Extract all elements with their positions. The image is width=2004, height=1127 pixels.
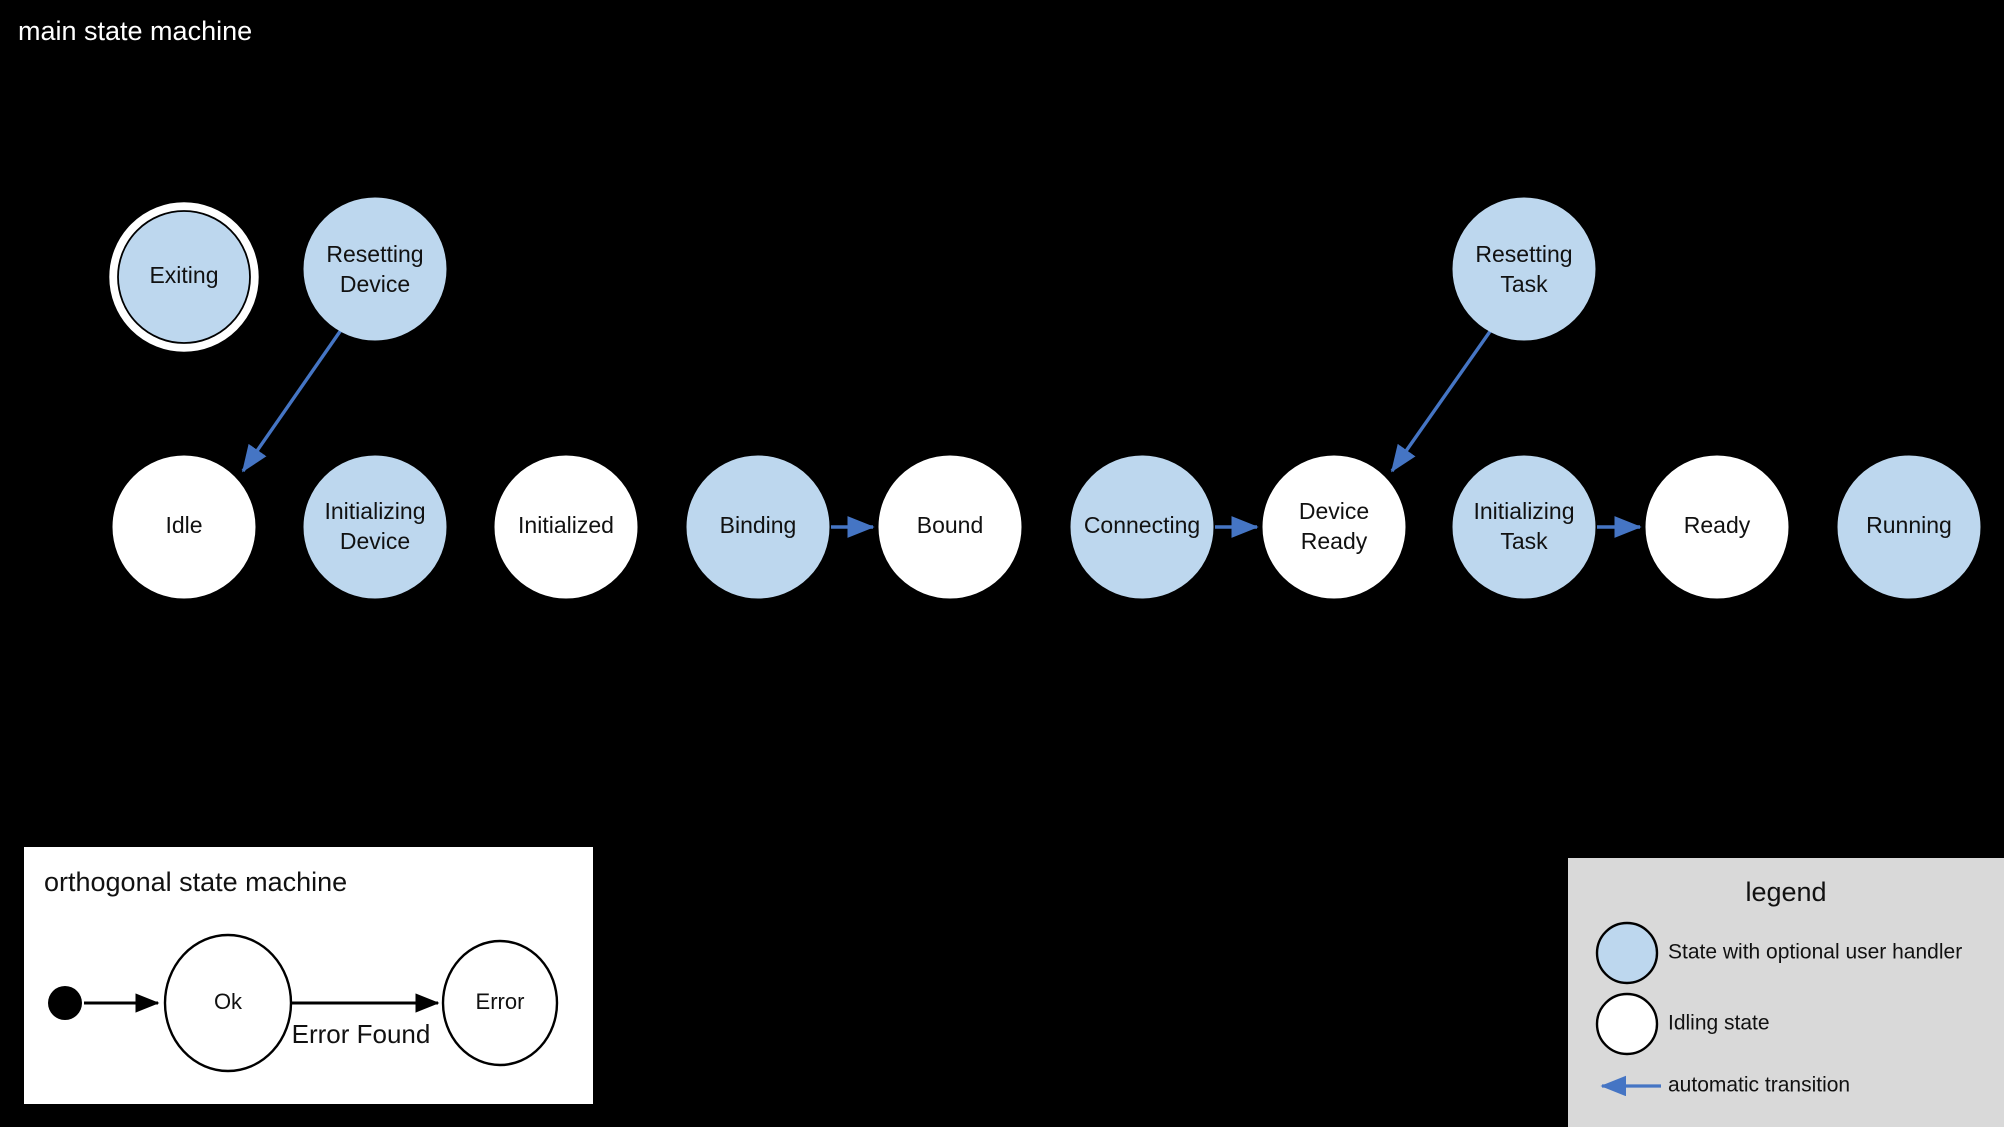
state-node-initialized[interactable]: Initialized — [494, 455, 638, 599]
state-node-connecting[interactable]: Connecting — [1070, 455, 1214, 599]
device-ready-label-line1: Device — [1299, 498, 1369, 524]
edge-ok-to-error-label: Error Found — [292, 1019, 431, 1049]
main-nodes: Exiting Resetting Device Idle Initializi… — [107, 197, 1981, 599]
legend-item-idling-state-label: Idling state — [1668, 1012, 1770, 1035]
exiting-label: Exiting — [149, 262, 218, 288]
error-label: Error — [476, 989, 525, 1014]
device-ready-circle — [1262, 455, 1406, 599]
state-node-bound[interactable]: Bound — [878, 455, 1022, 599]
legend-white-circle-icon — [1595, 992, 1659, 1056]
connecting-circle — [1070, 455, 1214, 599]
binding-circle — [686, 455, 830, 599]
resetting-task-label-line2: Task — [1500, 271, 1548, 297]
state-node-resetting-device[interactable]: Resetting Device — [303, 197, 447, 341]
initializing-task-circle — [1452, 455, 1596, 599]
initialized-circle — [494, 455, 638, 599]
sub-state-node-error[interactable]: Error — [441, 939, 559, 1067]
error-ellipse — [441, 939, 559, 1067]
idle-label: Idle — [165, 512, 202, 538]
state-node-running[interactable]: Running — [1837, 455, 1981, 599]
legend-blue-circle-icon — [1595, 921, 1659, 985]
state-node-ready[interactable]: Ready — [1645, 455, 1789, 599]
running-label: Running — [1866, 512, 1952, 538]
initializing-device-label-line2: Device — [340, 528, 410, 554]
initialized-label: Initialized — [518, 512, 614, 538]
exiting-outer-ring — [108, 201, 260, 353]
state-node-idle[interactable]: Idle — [112, 455, 256, 599]
binding-label: Binding — [720, 512, 797, 538]
state-node-resetting-task[interactable]: Resetting Task — [1452, 197, 1596, 341]
running-circle — [1837, 455, 1981, 599]
legend-panel: legend State with optional user handler … — [1568, 858, 2004, 1127]
resetting-device-label-line1: Resetting — [326, 241, 423, 267]
legend-item-automatic-transition: automatic transition — [1600, 1074, 1850, 1097]
state-node-device-ready[interactable]: Device Ready — [1262, 455, 1406, 599]
device-ready-label-line2: Ready — [1301, 528, 1368, 554]
resetting-device-label-line2: Device — [340, 271, 410, 297]
legend-title: legend — [1745, 877, 1826, 907]
resetting-task-label-line1: Resetting — [1475, 241, 1572, 267]
initializing-task-label-line2: Task — [1500, 528, 1548, 554]
initial-state-dot[interactable] — [48, 986, 82, 1020]
bound-circle — [878, 455, 1022, 599]
ready-circle — [1645, 455, 1789, 599]
edge-resetting-device-to-idle — [241, 329, 343, 473]
idle-circle — [112, 455, 256, 599]
initializing-device-label-line1: Initializing — [325, 498, 426, 524]
initializing-device-circle — [303, 455, 447, 599]
exiting-outer-ring-edge — [107, 200, 261, 354]
sub-state-node-ok[interactable]: Ok — [163, 933, 293, 1073]
main-title: main state machine — [18, 16, 252, 46]
ok-label: Ok — [214, 989, 243, 1014]
state-node-initializing-device[interactable]: Initializing Device — [303, 455, 447, 599]
edge-resetting-task-to-device-ready — [1390, 329, 1493, 473]
state-node-binding[interactable]: Binding — [686, 455, 830, 599]
exiting-state-circle — [117, 210, 251, 344]
legend-item-idling-state: Idling state — [1595, 992, 1770, 1056]
ready-label: Ready — [1684, 512, 1751, 538]
orthogonal-state-machine-panel: orthogonal state machine Ok Error Found … — [24, 847, 593, 1104]
legend-item-automatic-transition-label: automatic transition — [1668, 1074, 1850, 1097]
resetting-device-circle — [303, 197, 447, 341]
main-edges — [241, 329, 1642, 538]
connecting-label: Connecting — [1084, 512, 1200, 538]
initializing-task-label-line1: Initializing — [1474, 498, 1575, 524]
state-node-exiting[interactable]: Exiting — [107, 200, 261, 354]
state-node-initializing-task[interactable]: Initializing Task — [1452, 455, 1596, 599]
legend-item-handler-state: State with optional user handler — [1595, 921, 1962, 985]
legend-panel-background — [1568, 858, 2004, 1127]
bound-label: Bound — [917, 512, 984, 538]
orthogonal-panel-title: orthogonal state machine — [44, 867, 347, 897]
resetting-task-circle — [1452, 197, 1596, 341]
legend-item-handler-state-label: State with optional user handler — [1668, 941, 1962, 964]
